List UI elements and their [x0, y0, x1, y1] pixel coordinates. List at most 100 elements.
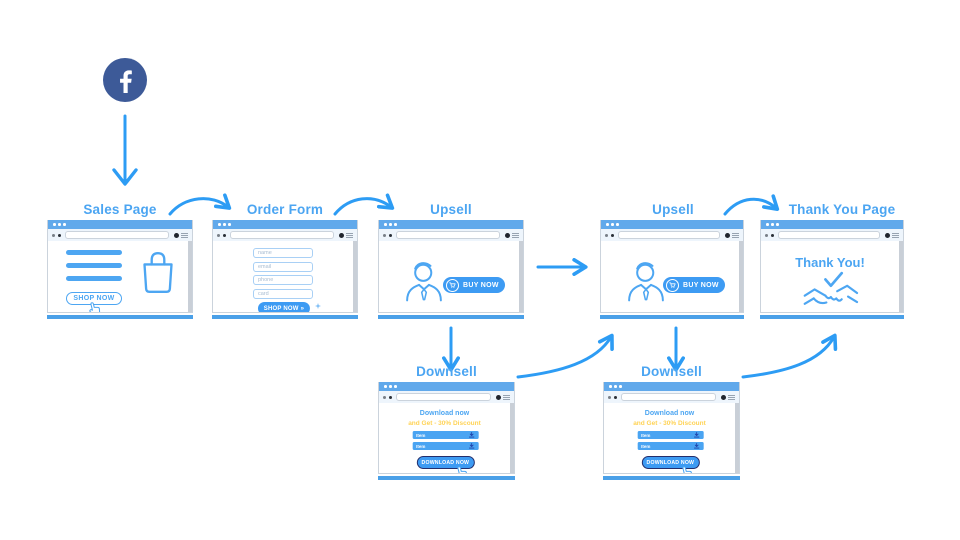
buy-now-button[interactable]: BUY NOW — [663, 277, 725, 293]
downsell2-window: Download now and Get - 30% Discount Item… — [603, 382, 740, 480]
window-titlebar — [48, 220, 192, 229]
download-heading: Download now — [419, 410, 470, 417]
double-chevron-icon: » — [300, 305, 305, 312]
cursor-icon — [455, 465, 468, 473]
download-item-row[interactable]: Item — [637, 431, 704, 439]
profile-icon[interactable] — [173, 232, 179, 238]
profile-icon[interactable] — [504, 232, 510, 238]
forward-icon[interactable] — [388, 395, 392, 399]
window-dot — [776, 223, 779, 226]
forward-icon[interactable] — [222, 233, 226, 237]
address-bar[interactable] — [230, 231, 334, 239]
email-field[interactable] — [253, 261, 313, 272]
back-icon[interactable] — [383, 233, 386, 237]
window-dot — [389, 385, 392, 388]
phone-field[interactable] — [253, 275, 313, 285]
browser-toolbar — [379, 391, 514, 403]
scrollbar[interactable] — [188, 241, 192, 312]
arrow-downsell2-to-thankyou — [741, 333, 838, 379]
back-icon[interactable] — [608, 395, 611, 399]
forward-icon[interactable] — [388, 233, 392, 237]
download-icon — [693, 443, 699, 449]
profile-icon[interactable] — [720, 394, 726, 400]
download-now-button[interactable]: DOWNLOAD NOW — [416, 456, 475, 469]
window-bottom-bar — [760, 315, 904, 319]
address-bar[interactable] — [396, 231, 500, 239]
address-bar[interactable] — [778, 231, 880, 239]
window-dot — [384, 385, 387, 388]
download-item-row[interactable]: Item — [412, 442, 479, 450]
address-bar[interactable] — [621, 393, 716, 401]
forward-icon[interactable] — [57, 233, 61, 237]
download-icon — [468, 443, 474, 449]
sparkle-icon — [315, 296, 321, 312]
menu-icon[interactable] — [728, 394, 735, 400]
browser-toolbar — [604, 391, 739, 403]
menu-icon[interactable] — [732, 232, 739, 238]
window-dot — [771, 223, 774, 226]
scrollbar[interactable] — [353, 241, 357, 312]
forward-icon[interactable] — [613, 395, 617, 399]
scrollbar[interactable] — [899, 241, 903, 312]
window-dot — [614, 385, 617, 388]
buy-now-button[interactable]: BUY NOW — [443, 277, 505, 293]
profile-icon[interactable] — [724, 232, 730, 238]
thank-you-title: Thank You Page — [788, 202, 896, 217]
customer-icon — [401, 259, 447, 310]
menu-icon[interactable] — [512, 232, 519, 238]
download-heading: Download now — [644, 410, 695, 417]
arrow-downsell1-to-upsell2 — [516, 333, 614, 379]
profile-icon[interactable] — [884, 232, 890, 238]
card-field[interactable] — [253, 288, 313, 299]
cart-icon — [666, 278, 679, 292]
forward-icon[interactable] — [770, 233, 774, 237]
window-dot — [394, 385, 397, 388]
address-bar[interactable] — [65, 231, 169, 239]
facebook-icon — [103, 58, 147, 102]
name-field[interactable] — [253, 248, 313, 258]
shop-now-button[interactable]: SHOP NOW » — [257, 302, 310, 312]
downsell1-title: Downsell — [416, 364, 477, 379]
download-item-row[interactable]: Item — [637, 442, 704, 450]
window-bottom-bar — [603, 476, 740, 480]
menu-icon[interactable] — [503, 394, 510, 400]
upsell1-window: BUY NOW — [378, 220, 524, 319]
browser-toolbar — [48, 229, 192, 241]
window-dot — [766, 223, 769, 226]
menu-icon[interactable] — [346, 232, 353, 238]
menu-icon[interactable] — [892, 232, 899, 238]
forward-icon[interactable] — [610, 233, 614, 237]
upsell1-title: Upsell — [430, 202, 472, 217]
window-dot — [611, 223, 614, 226]
window-bottom-bar — [47, 315, 193, 319]
back-icon[interactable] — [217, 233, 220, 237]
window-bottom-bar — [378, 315, 524, 319]
profile-icon[interactable] — [338, 232, 344, 238]
window-dot — [389, 223, 392, 226]
scrollbar[interactable] — [519, 241, 523, 312]
address-bar[interactable] — [618, 231, 720, 239]
scrollbar[interactable] — [510, 403, 514, 473]
window-dot — [384, 223, 387, 226]
menu-icon[interactable] — [181, 232, 188, 238]
back-icon[interactable] — [765, 233, 768, 237]
address-bar[interactable] — [396, 393, 491, 401]
window-bottom-bar — [600, 315, 744, 319]
back-icon[interactable] — [383, 395, 386, 399]
download-item-row[interactable]: Item — [412, 431, 479, 439]
upsell2-window: BUY NOW — [600, 220, 744, 319]
download-now-button[interactable]: DOWNLOAD NOW — [641, 456, 700, 469]
text-line — [66, 263, 122, 268]
scrollbar[interactable] — [739, 241, 743, 312]
thank-you-message: Thank You! — [795, 255, 865, 270]
discount-subheading: and Get - 30% Discount — [408, 419, 481, 427]
window-dot — [394, 223, 397, 226]
back-icon[interactable] — [52, 233, 55, 237]
scrollbar[interactable] — [735, 403, 739, 473]
back-icon[interactable] — [605, 233, 608, 237]
profile-icon[interactable] — [495, 394, 501, 400]
window-dot — [228, 223, 231, 226]
window-dot — [619, 385, 622, 388]
download-icon — [693, 432, 699, 438]
browser-toolbar — [213, 229, 357, 241]
